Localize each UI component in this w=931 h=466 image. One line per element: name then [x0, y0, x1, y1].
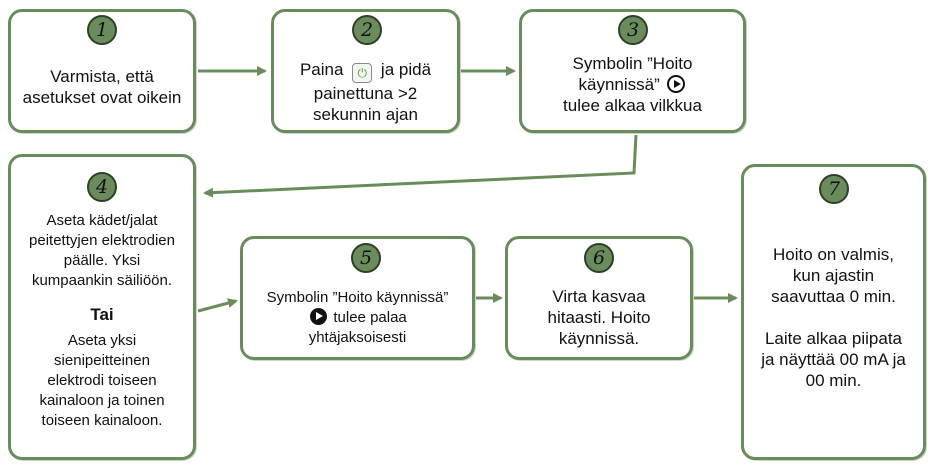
step-5-line-2-text: tulee palaa [333, 309, 407, 326]
step-4-box [8, 154, 196, 460]
step-7-box [741, 164, 926, 460]
step-7-line: saavuttaa 0 min. [771, 287, 896, 306]
step-4-line: kainaloon ja toinen [39, 392, 165, 409]
step-5-text: Symbolin ”Hoito käynnissä” tulee palaa y… [242, 288, 473, 348]
step-3-line-2: käynnissä” [521, 74, 744, 95]
step-7-line: 00 min. [805, 371, 862, 390]
step-4-line: peitettyjen elektrodien [29, 232, 175, 249]
step-5-line-3: yhtäjaksoisesti [308, 329, 407, 346]
step-7-line: Hoito on valmis, [773, 245, 894, 264]
step-4-line: päälle. Yksi [63, 252, 141, 269]
step-4-number-badge: 4 [87, 172, 117, 202]
step-2-line-1: Paina ⏻ ja pidä [273, 59, 458, 83]
step-3-line-1: Symbolin ”Hoito [572, 54, 693, 73]
step-4-or-label: Tai [90, 305, 114, 324]
play-icon [310, 308, 328, 325]
step-5-line-2: tulee palaa [242, 308, 473, 328]
step-1-text: Varmista, että asetukset ovat oikein [10, 66, 194, 108]
step-3-line-3: tulee alkaa vilkkua [563, 96, 702, 115]
step-4-line: sienipeitteinen [54, 352, 150, 369]
step-4-line: kumpaankin säiliöön. [31, 272, 173, 289]
step-6-number-badge: 6 [584, 243, 614, 273]
step-4-line: Aseta kädet/jalat [46, 212, 158, 229]
step-6-line: käynnissä. [558, 329, 640, 348]
step-3-number-badge: 3 [618, 15, 648, 45]
step-4-line: toiseen kainaloon. [41, 412, 163, 429]
step-1-number-badge: 1 [87, 15, 117, 45]
step-2-line-1-after: ja pidä [380, 60, 432, 79]
play-icon [666, 75, 685, 93]
arrow-3-to-4 [203, 134, 638, 198]
step-6-line: Virta kasvaa [552, 287, 646, 306]
step-1-box [8, 9, 196, 133]
power-icon: ⏻ [352, 63, 373, 83]
step-3-line-2-text: käynnissä” [578, 75, 660, 94]
step-7-line: Laite alkaa piipata [764, 329, 903, 348]
step-1-line: Varmista, että [50, 67, 154, 86]
step-2-line-2: painettuna >2 [313, 84, 418, 103]
step-3-text: Symbolin ”Hoito käynnissä” tulee alkaa v… [521, 53, 744, 116]
step-5-number-badge: 5 [351, 243, 381, 273]
step-4-line: Aseta yksi [67, 332, 137, 349]
step-7-line: ja näyttää 00 mA ja [761, 350, 906, 369]
step-2-line-1-before: Paina [299, 60, 344, 79]
step-7-text: Hoito on valmis, kun ajastin saavuttaa 0… [743, 244, 924, 391]
step-4-text: Aseta kädet/jalat peitettyjen elektrodie… [10, 211, 194, 431]
step-4-line: elektrodi toiseen [47, 372, 157, 389]
step-5-line-1: Symbolin ”Hoito käynnissä” [266, 289, 449, 306]
step-7-number-badge: 7 [819, 174, 849, 204]
step-1-line: asetukset ovat oikein [22, 88, 182, 107]
arrow-4-to-5 [197, 298, 238, 313]
step-2-text: Paina ⏻ ja pidä painettuna >2 sekunnin a… [273, 59, 458, 125]
step-6-text: Virta kasvaa hitaasti. Hoito käynnissä. [507, 286, 691, 349]
step-2-line-3: sekunnin ajan [313, 105, 418, 124]
step-6-line: hitaasti. Hoito [547, 308, 651, 327]
step-7-line: kun ajastin [792, 266, 875, 285]
step-2-number-badge: 2 [352, 15, 382, 45]
